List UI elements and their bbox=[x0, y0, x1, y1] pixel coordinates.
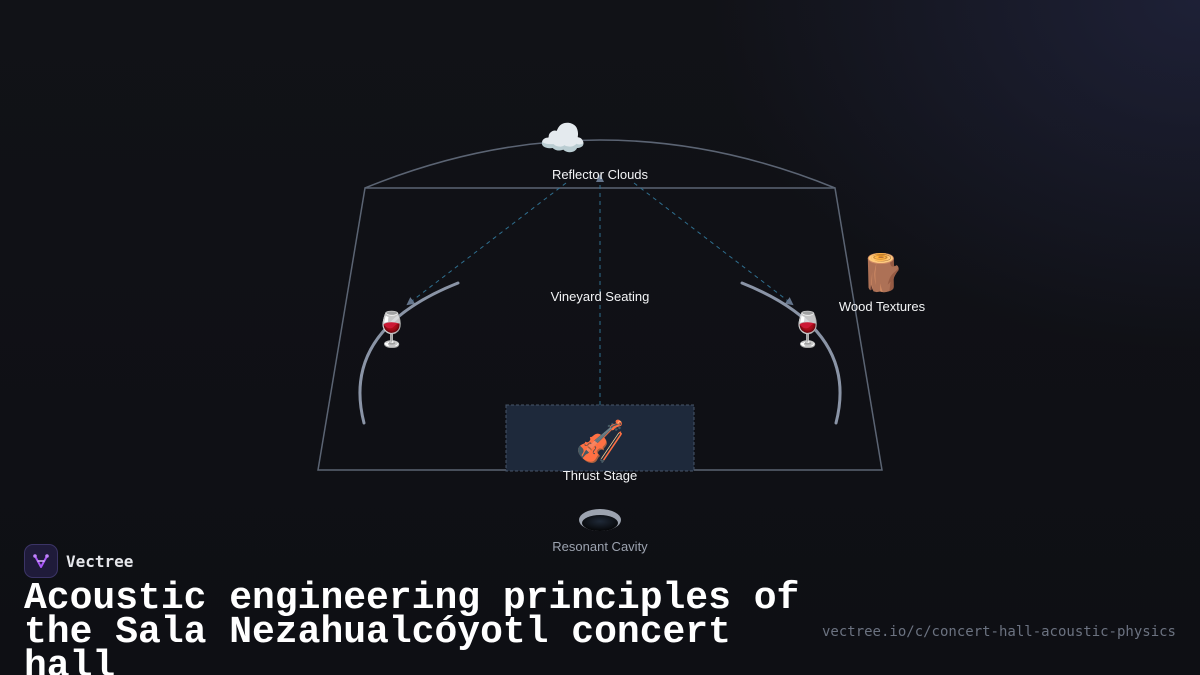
resonant-cavity-label: Resonant Cavity bbox=[552, 539, 648, 554]
page-title: Acoustic engineering principles of the S… bbox=[24, 577, 800, 675]
cloud-icon: ☁️ bbox=[539, 116, 586, 160]
brand: Vectree bbox=[24, 544, 133, 578]
wine-glass-icon: 🍷 bbox=[787, 310, 829, 350]
vineyard-seating-label: Vineyard Seating bbox=[551, 289, 650, 304]
sound-path-right bbox=[633, 182, 794, 306]
wine-glass-icon: 🍷 bbox=[371, 310, 413, 350]
sound-path-left bbox=[406, 182, 567, 306]
thrust-stage-box bbox=[505, 404, 695, 472]
thrust-stage-label: Thrust Stage bbox=[563, 468, 637, 483]
seating-arc-right bbox=[740, 281, 842, 425]
cavity-hole-icon bbox=[579, 509, 621, 531]
vectree-logo-icon bbox=[24, 544, 58, 578]
brand-name: Vectree bbox=[66, 551, 134, 571]
reflector-clouds-label: Reflector Clouds bbox=[552, 167, 649, 182]
seating-arc-left bbox=[358, 281, 460, 425]
source-url[interactable]: vectree.io/c/concert-hall-acoustic-physi… bbox=[821, 624, 1176, 640]
reflector-arc bbox=[364, 139, 836, 189]
violin-icon: 🎻 bbox=[575, 418, 625, 465]
wood-log-icon: 🪵 bbox=[860, 252, 905, 294]
hall-outline bbox=[317, 187, 883, 471]
wood-textures-label: Wood Textures bbox=[839, 299, 926, 314]
